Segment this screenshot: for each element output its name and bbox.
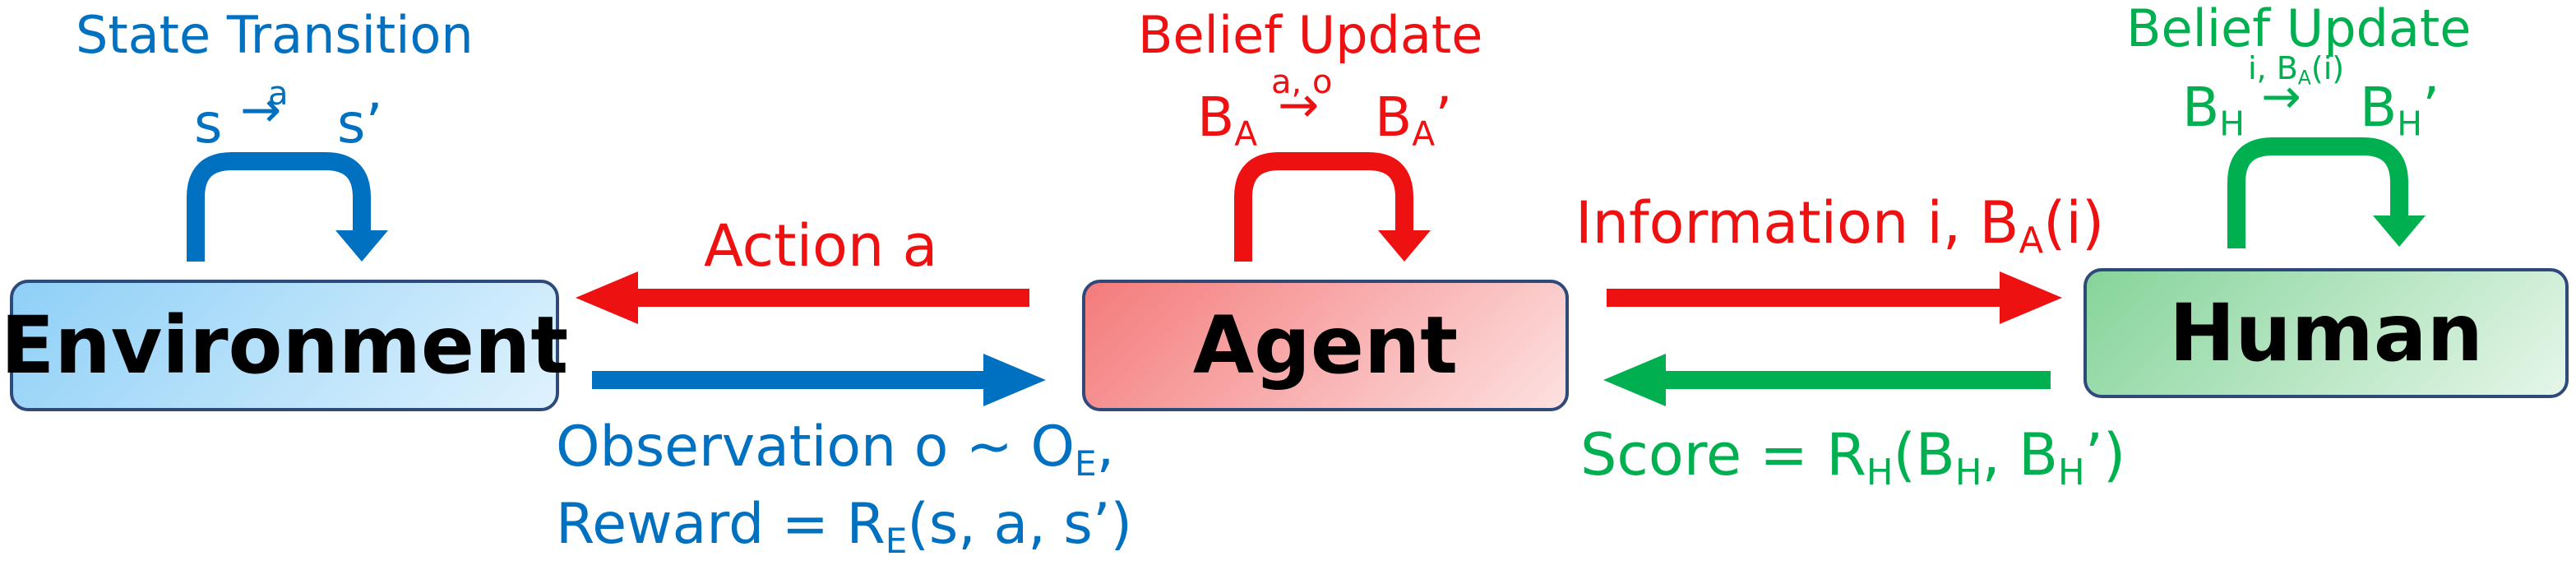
action-arrowhead [576, 271, 638, 324]
agent-belief-from: BA [1197, 90, 1257, 151]
score-mid2: , B [1982, 421, 2059, 489]
human-belief-over: i, BA(i) [2248, 50, 2345, 87]
agent-loop-arrowhead [1378, 230, 1431, 262]
human-belief-to-base: B [2360, 76, 2398, 139]
human-belief-over-tail: (i) [2310, 50, 2345, 86]
score-sub2: H [1954, 452, 1982, 494]
environment-loop-arrowhead [335, 230, 388, 262]
human-belief-to-prime: ’ [2422, 76, 2440, 139]
agent-belief-arrow: → [1278, 76, 1320, 134]
agent-belief-to-sub: A [1412, 114, 1436, 154]
reward-label: Reward = RE(s, a, s’) [556, 497, 1132, 558]
human-belief-from-base: B [2182, 76, 2220, 139]
action-label: Action a [704, 212, 938, 280]
human-belief-from-sub: H [2219, 104, 2245, 144]
human-node: Human [2083, 268, 2569, 398]
information-suffix: (i) [2043, 189, 2105, 257]
environment-label: Environment [0, 299, 569, 392]
score-label: Score = RH(BH, BH’) [1580, 426, 2125, 491]
information-sub: A [2019, 220, 2044, 262]
human-belief-update-title: Belief Update [2126, 0, 2472, 58]
state-transition-title: State Transition [76, 5, 474, 65]
environment-node: Environment [1, 280, 568, 411]
observation-label: Observation o ~ OE, [556, 419, 1114, 481]
score-mid1: (B [1893, 421, 1955, 489]
agent-label: Agent [1192, 299, 1459, 392]
score-suffix: ’) [2084, 421, 2126, 489]
observation-prefix: Observation o ~ O [556, 415, 1075, 480]
state-action-label: a [268, 75, 289, 113]
reward-prefix: Reward = R [556, 492, 886, 557]
observation-suffix: , [1096, 415, 1115, 480]
state-arrow: → [240, 81, 282, 139]
human-belief-from: BH [2182, 81, 2245, 141]
human-loop-arrow [2227, 137, 2408, 248]
reward-sub: E [885, 520, 908, 561]
agent-belief-to-base: B [1375, 86, 1413, 149]
human-label: Human [2169, 287, 2483, 379]
human-loop-arrowhead [2373, 215, 2426, 247]
information-arrowhead [2000, 271, 2062, 324]
agent-node: Agent [1082, 280, 1569, 411]
agent-belief-over: a, o [1271, 63, 1333, 101]
state-to: s’ [337, 92, 383, 155]
agent-belief-from-base: B [1197, 86, 1235, 149]
score-sub3: H [2058, 452, 2085, 494]
score-arrowhead [1603, 354, 1666, 406]
human-belief-to: BH’ [2360, 81, 2440, 141]
reward-suffix: (s, a, s’) [907, 492, 1133, 557]
information-prefix: Information i, B [1575, 189, 2019, 257]
information-label: Information i, BA(i) [1575, 194, 2104, 259]
agent-belief-to-prime: ’ [1435, 86, 1453, 149]
score-prefix: Score = R [1580, 421, 1866, 489]
human-belief-to-sub: H [2397, 104, 2423, 144]
observation-arrowhead [983, 354, 1046, 406]
human-belief-over-sub: A [2297, 66, 2311, 90]
environment-loop-arrow [187, 152, 371, 262]
observation-sub: E [1075, 443, 1097, 484]
agent-belief-update-title: Belief Update [1138, 5, 1483, 65]
agent-belief-from-sub: A [1234, 114, 1258, 154]
human-belief-over-base: i, B [2248, 50, 2298, 86]
agent-belief-to: BA’ [1375, 90, 1452, 151]
state-from: s [194, 92, 223, 155]
agent-loop-arrow [1234, 152, 1413, 262]
score-sub1: H [1866, 452, 1894, 494]
human-belief-arrow: → [2261, 68, 2301, 124]
